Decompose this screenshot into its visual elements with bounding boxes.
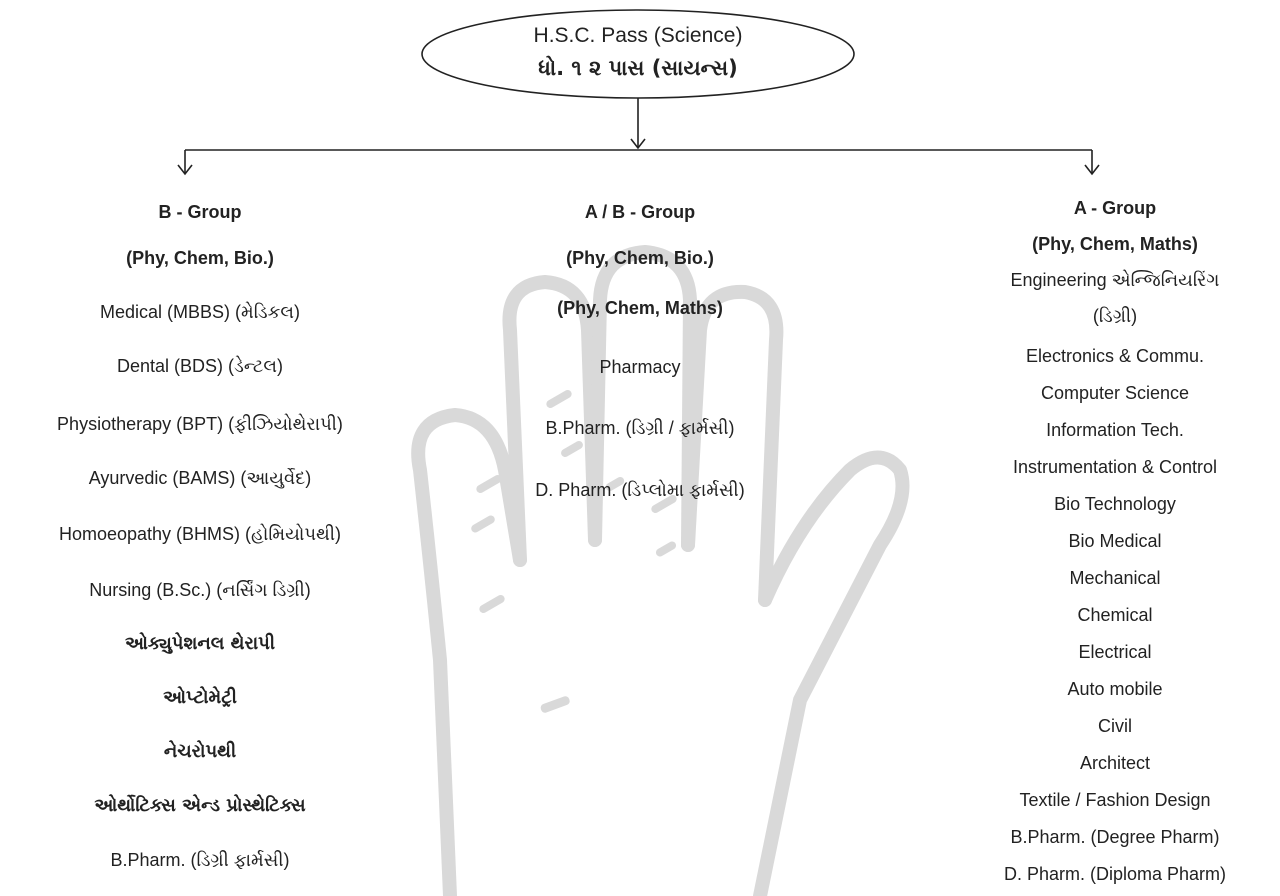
b-course-item: B.Pharm. (ડિગ્રી ફાર્મસી) — [110, 850, 290, 870]
a-group-heading: A - Group — [1073, 198, 1157, 218]
a-course-item: Mechanical — [1069, 568, 1161, 588]
ab-course-item: B.Pharm. (ડિગ્રી / ફાર્મસી) — [545, 418, 735, 438]
b-course-item: Medical (MBBS) (મેડિકલ) — [100, 302, 300, 322]
root-arrow-head — [630, 138, 646, 150]
a-course-item: Electrical — [1078, 642, 1152, 662]
b-course-item: ઓર્થોટિક્સ એન્ડ પ્રોસ્થેટિક્સ — [94, 795, 306, 816]
a-course-item: Chemical — [1077, 605, 1153, 625]
b-course-item: ઓક્યુપેશનલ થેરાપી — [124, 633, 275, 654]
a-course-item: Instrumentation & Control — [1012, 457, 1218, 477]
b-course-item: Nursing (B.Sc.) (નર્સિંગ ડિગ્રી) — [89, 580, 311, 600]
b-course-item: Dental (BDS) (ડેન્ટલ) — [116, 356, 283, 376]
left-arrow-head — [177, 164, 193, 176]
a-course-item: Auto mobile — [1067, 679, 1163, 699]
b-course-item: Homoeopathy (BHMS) (હોમિયોપથી) — [58, 524, 341, 544]
b-course-item: Ayurvedic (BAMS) (આયુર્વેદ) — [88, 468, 312, 488]
a-course-item: B.Pharm. (Degree Pharm) — [1010, 827, 1220, 847]
ab-group-subjects-bio: (Phy, Chem, Bio.) — [566, 248, 714, 268]
b-group-heading: B - Group — [158, 202, 242, 222]
ab-group-heading: A / B - Group — [584, 202, 696, 222]
a-course-item: Electronics & Commu. — [1025, 346, 1205, 366]
b-group-subjects: (Phy, Chem, Bio.) — [126, 248, 274, 268]
a-course-item: Textile / Fashion Design — [1019, 790, 1211, 810]
root-title-english: H.S.C. Pass (Science) — [533, 24, 743, 47]
a-engineering-degree: (ડિગ્રી) — [1092, 306, 1138, 326]
a-course-item: Information Tech. — [1046, 420, 1184, 440]
a-engineering-label: Engineering એન્જિનિયરિંગ — [1010, 270, 1220, 290]
a-course-item: Computer Science — [1040, 383, 1190, 403]
b-course-item: નેચરોપથી — [163, 741, 237, 762]
a-course-item: Architect — [1079, 753, 1151, 773]
a-course-item: Bio Medical — [1068, 531, 1162, 551]
a-group-subjects: (Phy, Chem, Maths) — [1032, 234, 1198, 254]
ab-course-item: D. Pharm. (ડિપ્લોમા ફાર્મસી) — [535, 480, 745, 500]
ab-course-item: Pharmacy — [599, 357, 681, 377]
a-course-item: Bio Technology — [1054, 494, 1176, 514]
b-course-item: ઓપ્ટોમેટ્રી — [163, 687, 237, 708]
a-course-item: Civil — [1098, 716, 1132, 736]
b-course-item: Physiotherapy (BPT) (ફીઝિયોથેરાપી) — [57, 414, 343, 434]
root-title-gujarati: ધો. ૧ ૨ પાસ (સાયન્સ) — [538, 56, 738, 80]
right-arrow-head — [1084, 164, 1100, 176]
root-node: H.S.C. Pass (Science) ધો. ૧ ૨ પાસ (સાયન્… — [418, 10, 858, 98]
a-course-item: D. Pharm. (Diploma Pharm) — [1003, 864, 1227, 884]
ab-group-subjects-maths: (Phy, Chem, Maths) — [557, 298, 723, 318]
